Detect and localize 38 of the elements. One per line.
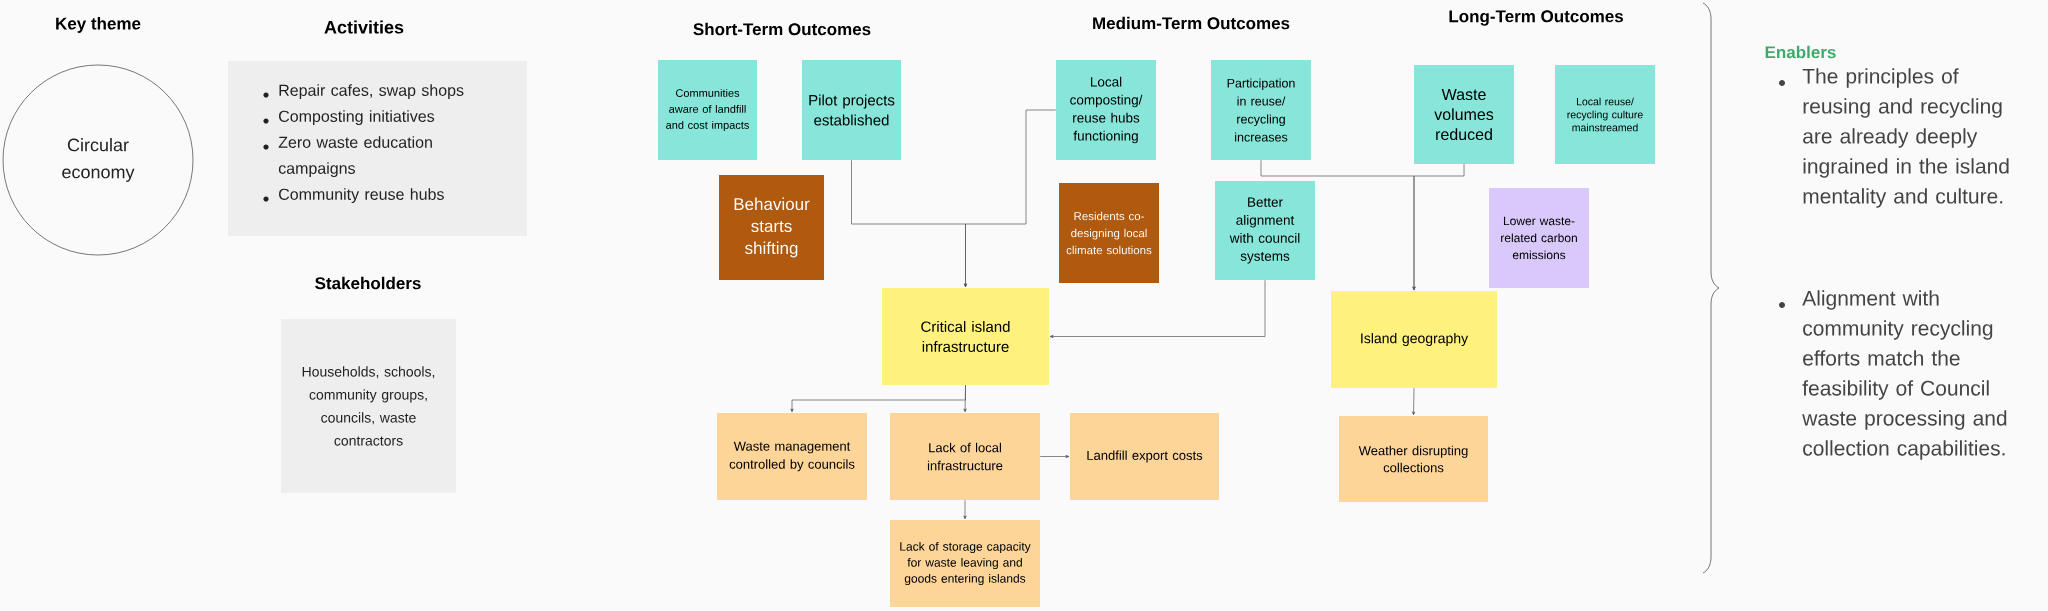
heading: Medium-Term Outcomes <box>1093 16 1290 30</box>
sticky-note: Local reuse/ recycling culture mainstreamed <box>1555 65 1655 164</box>
sticky-note: Waste management controlled by councils <box>717 413 867 500</box>
sticky-note: Pilot projects established <box>802 60 901 160</box>
sticky-note: Lack of storage capacity for waste leaving and goods entering islands <box>890 520 1040 607</box>
heading: Activities <box>324 20 404 34</box>
sticky-note: Local composting/ reuse hubs functioning <box>1056 60 1156 160</box>
sticky-note: Behaviour starts shifting <box>719 175 824 280</box>
sticky-note: Critical island infrastructure <box>882 288 1049 385</box>
heading: Enablers <box>1765 45 1836 59</box>
sticky-note: Better alignment with council systems <box>1215 181 1315 280</box>
bullet-text: Alignment with community recycling efforts match the feasibility of Council waste processing and collection capabilities. <box>1802 290 2007 460</box>
arrow <box>963 384 967 413</box>
sticky-note: Participation in reuse/ recycling increases <box>1211 60 1311 160</box>
sticky-note: Communities aware of landfill and cost impacts <box>658 60 757 160</box>
list-item: Community reuse hubs <box>279 188 444 204</box>
sticky-note: Lower waste-related carbon emissions <box>1489 188 1589 288</box>
list-item: Zero waste education campaigns <box>278 136 432 178</box>
arrow <box>1039 454 1070 459</box>
sticky-note: Landfill export costs <box>1070 413 1219 500</box>
arrow <box>963 109 1057 288</box>
sticky-note: Island geography <box>1331 291 1497 388</box>
list-item: Repair cafes, swap shops <box>279 84 464 100</box>
text-box: Households, schools, community groups, councils, waste contractors <box>281 319 456 493</box>
arrow <box>963 499 967 520</box>
sticky-note: Lack of local infrastructure <box>890 413 1040 500</box>
arrow <box>1412 387 1416 416</box>
heading: Long-Term Outcomes <box>1449 10 1623 26</box>
sticky-note: Weather disrupting collections <box>1339 416 1488 502</box>
heading: Key theme <box>56 17 141 33</box>
heading: Stakeholders <box>315 276 421 290</box>
arrow <box>1049 279 1266 339</box>
heading: Short-Term Outcomes <box>693 22 871 36</box>
sticky-note: Residents co-designing local climate solutions <box>1059 183 1159 283</box>
list-item: Composting initiatives <box>279 110 435 126</box>
arrow <box>1412 163 1465 291</box>
sticky-note: Waste volumes reduced <box>1414 65 1514 164</box>
bullet-text: The principles of reusing and recycling are already deeply ingrained in the island mentality and culture. <box>1802 68 2009 208</box>
